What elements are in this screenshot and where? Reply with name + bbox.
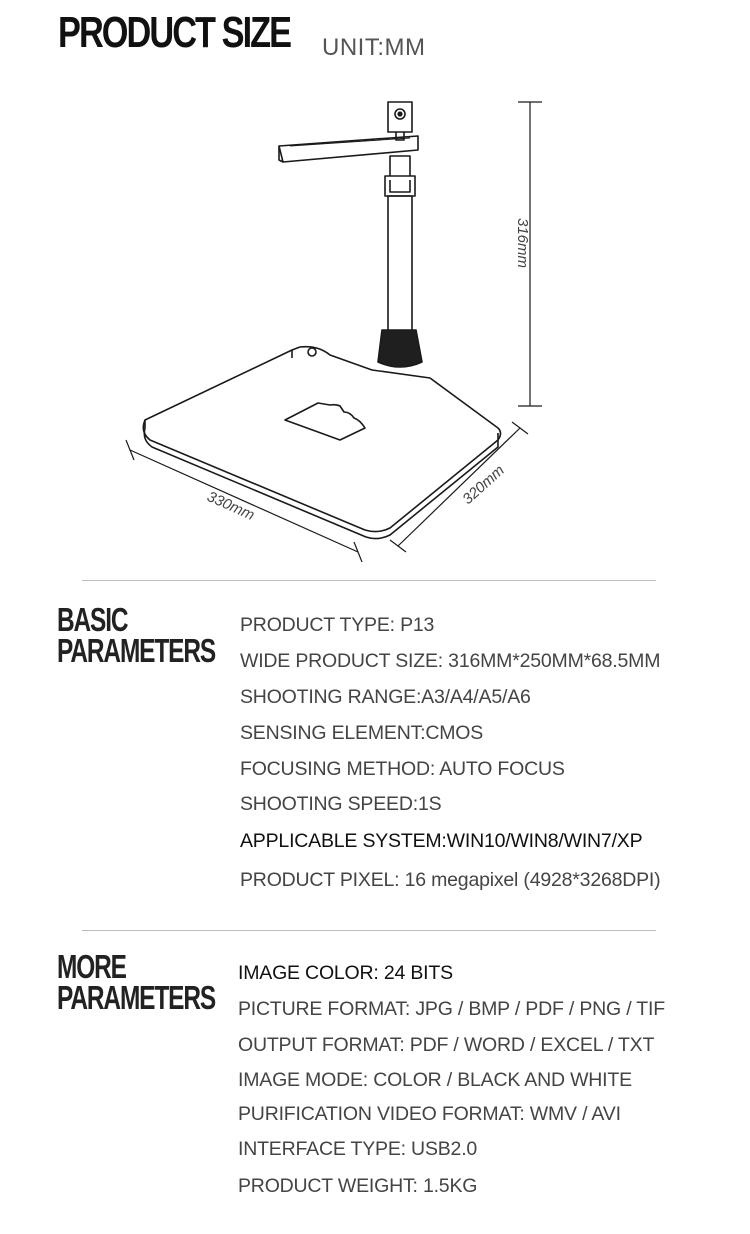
param-interface-type: INTERFACE TYPE: USB2.0: [238, 1138, 478, 1160]
param-video-format: PURIFICATION VIDEO FORMAT: WMV / AVI: [238, 1103, 621, 1125]
param-picture-format: PICTURE FORMAT: JPG / BMP / PDF / PNG / …: [238, 998, 665, 1020]
height-dimension-label: 316mm: [514, 218, 531, 268]
page-title: PRODUCT SIZE: [58, 8, 292, 57]
depth-dimension-label: 320mm: [459, 462, 508, 508]
param-product-size: WIDE PRODUCT SIZE: 316MM*250MM*68.5MM: [240, 650, 661, 672]
param-product-pixel: PRODUCT PIXEL: 16 megapixel (4928*3268DP…: [240, 869, 661, 891]
more-parameters-heading: MORE PARAMETERS: [57, 948, 216, 1016]
param-image-color: IMAGE COLOR: 24 BITS: [238, 962, 453, 984]
section-divider: [82, 580, 656, 581]
unit-label: UNIT:MM: [322, 34, 426, 61]
param-focusing-method: FOCUSING METHOD: AUTO FOCUS: [240, 758, 565, 780]
param-applicable-system: APPLICABLE SYSTEM:WIN10/WIN8/WIN7/XP: [240, 830, 643, 852]
param-output-format: OUTPUT FORMAT: PDF / WORD / EXCEL / TXT: [238, 1034, 655, 1056]
basic-parameters-heading: BASIC PARAMETERS: [57, 601, 216, 669]
param-shooting-range: SHOOTING RANGE:A3/A4/A5/A6: [240, 686, 531, 708]
param-product-type: PRODUCT TYPE: P13: [240, 614, 435, 636]
param-image-mode: IMAGE MODE: COLOR / BLACK AND WHITE: [238, 1069, 632, 1091]
width-dimension-label: 330mm: [204, 488, 257, 524]
section-divider: [82, 930, 656, 931]
product-size-diagram: 316mm 330mm 320mm: [125, 101, 542, 563]
param-product-weight: PRODUCT WEIGHT: 1.5KG: [238, 1175, 478, 1197]
param-shooting-speed: SHOOTING SPEED:1S: [240, 793, 442, 815]
param-sensing-element: SENSING ELEMENT:CMOS: [240, 722, 484, 744]
